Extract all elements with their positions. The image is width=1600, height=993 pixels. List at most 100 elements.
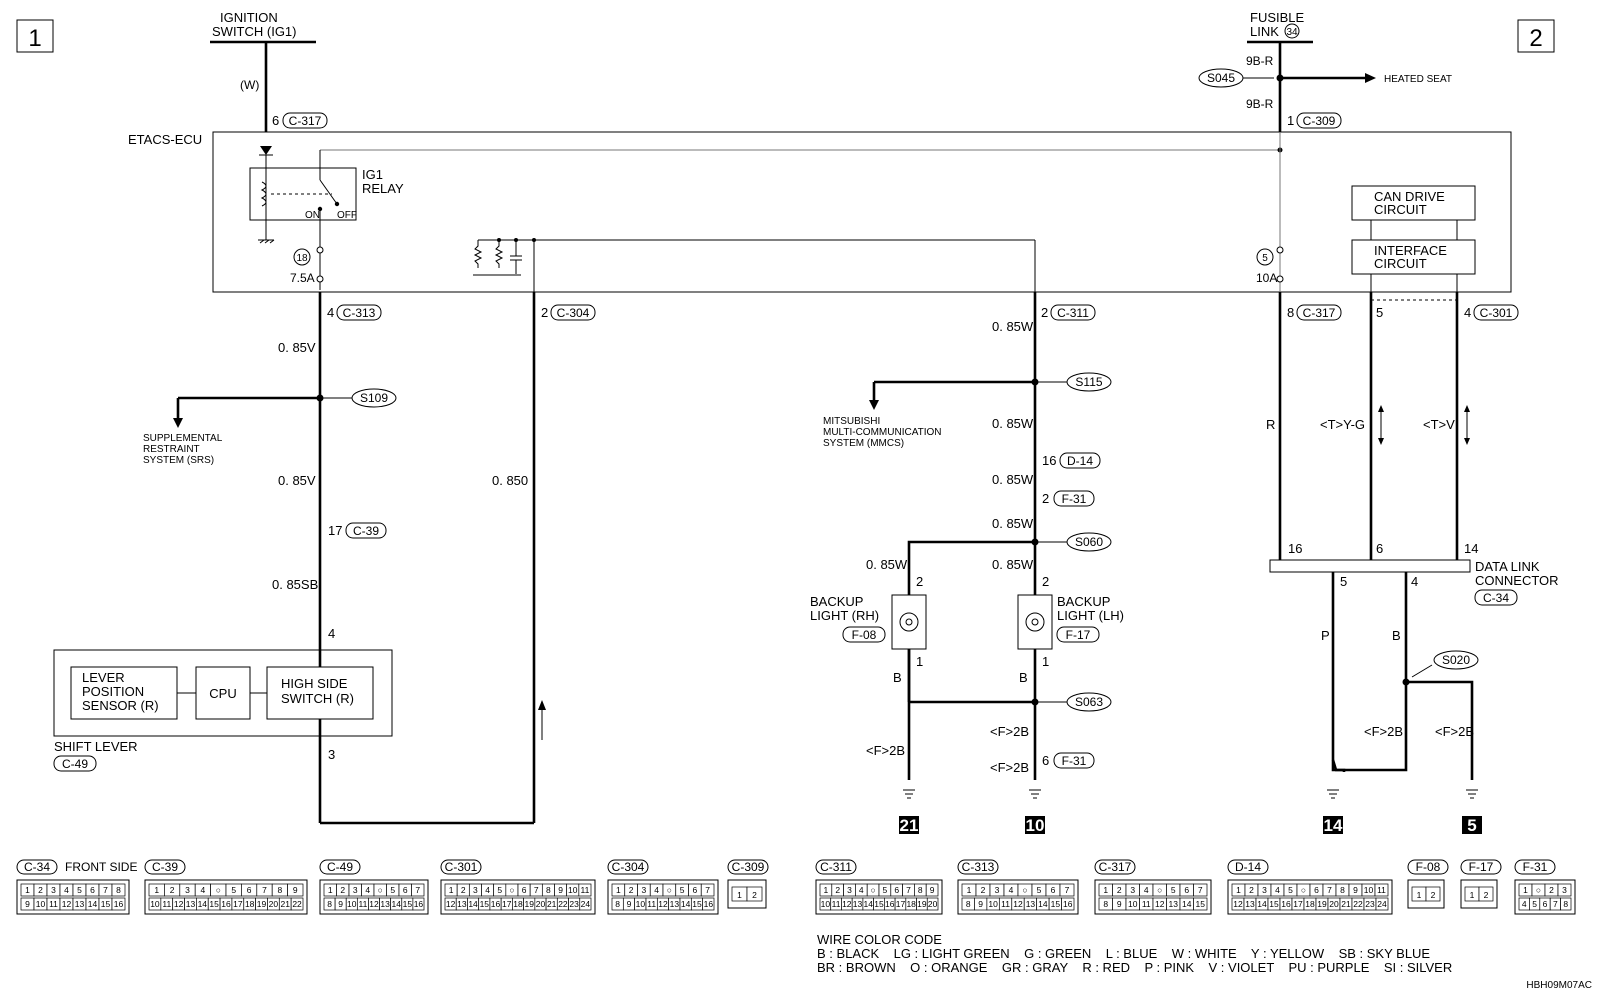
connector-pin: 1 <box>1470 890 1475 900</box>
conn-tag-c309 <box>1296 112 1342 129</box>
s020-tag <box>1433 650 1479 670</box>
conn-c34: C-34 <box>1483 591 1509 605</box>
connector-pin: 20 <box>928 899 938 909</box>
fusible-label-1: FUSIBLE <box>1250 10 1305 25</box>
connector-pin: 14 <box>864 899 874 909</box>
connector-pin: 8 <box>327 899 332 909</box>
connector-pin-cell <box>111 897 126 911</box>
connector-pin-cell <box>925 883 939 897</box>
connector-pin: 21 <box>280 899 290 909</box>
connector-pin: 2 <box>38 885 43 895</box>
connector-pin: 2 <box>981 885 986 895</box>
relay-off-contact <box>334 201 340 207</box>
fusible-num: 34 <box>1286 27 1298 38</box>
connector-pin: 9 <box>293 885 298 895</box>
connector-pin: 21 <box>1341 899 1351 909</box>
connector-pin: 10 <box>1128 899 1138 909</box>
wire-b-lh: B <box>1019 670 1028 685</box>
connector-pin: 14 <box>1257 899 1267 909</box>
connector-tag <box>440 859 482 875</box>
connector-pin-cell <box>1425 886 1441 902</box>
connector-pin: 6 <box>90 885 95 895</box>
connector-pin: 22 <box>1353 899 1363 909</box>
connector-pin: 1 <box>328 885 333 895</box>
ground-hatch-3 <box>269 239 275 244</box>
conn-c39: C-39 <box>353 524 379 538</box>
fuse5-amp: 10A <box>1256 271 1277 285</box>
ground-5-badge <box>1462 816 1482 834</box>
lh-pin-1: 1 <box>1042 654 1049 669</box>
connector-pin: 2 <box>1249 885 1254 895</box>
connector-pin: 5 <box>883 885 888 895</box>
connector-pin: 1 <box>616 885 621 895</box>
connector-pin: 15 <box>874 899 884 909</box>
wire-color-code-title: WIRE COLOR CODE <box>817 932 942 947</box>
connector-pin: 13 <box>380 899 390 909</box>
connector-pin: 7 <box>415 885 420 895</box>
ignition-label-2: SWITCH (IG1) <box>212 24 297 39</box>
connector-pin: 16 <box>1063 899 1073 909</box>
hs-label-2: SWITCH (R) <box>281 691 354 706</box>
connector-pin: 4 <box>201 885 206 895</box>
wire-b-rh: B <box>893 670 902 685</box>
connector-id: C-304 <box>612 860 645 874</box>
connector-pin: 11 <box>162 899 171 909</box>
connector-pin: ○ <box>509 885 514 895</box>
wire-085w-c: 0. 85W <box>992 472 1034 487</box>
connector-pin: 10 <box>150 899 160 909</box>
connector-pin: 14 <box>468 899 478 909</box>
s063-tag <box>1066 692 1112 712</box>
connector-pin: 22 <box>558 899 568 909</box>
connector-id: C-313 <box>962 860 995 874</box>
relay-label-2: RELAY <box>362 181 404 196</box>
can-h-arrow-down <box>1378 438 1384 445</box>
pin-2-f31: 2 <box>1042 491 1049 506</box>
connector-pin: 21 <box>547 899 557 909</box>
connector-pin: 4 <box>485 885 490 895</box>
connector-pin: ○ <box>1022 885 1027 895</box>
connector-pin: 7 <box>262 885 267 895</box>
can-h-arrow-up <box>1378 405 1384 412</box>
pin-6-label: 6 <box>272 113 279 128</box>
arrow-up-head <box>538 700 546 710</box>
conn-tag-f31b <box>1053 752 1095 769</box>
relay-label-1: IG1 <box>362 167 383 182</box>
connector-id: C-317 <box>1099 860 1132 874</box>
pin-4-label: 4 <box>327 305 334 320</box>
connector-pin: 8 <box>116 885 121 895</box>
dlc-label-2: CONNECTOR <box>1475 573 1559 588</box>
bulb-rh-filament <box>905 618 913 626</box>
sensor-label-2: POSITION <box>82 684 144 699</box>
dlc-pin-6: 6 <box>1376 541 1383 556</box>
wire-f2b-right-b: <F>2B <box>1435 724 1474 739</box>
connector-tag <box>1460 859 1502 875</box>
wire-085w-rh: 0. 85W <box>866 557 908 572</box>
conn-c311: C-311 <box>1057 306 1089 320</box>
connector-pin: 5 <box>1288 885 1293 895</box>
connector-pin: 20 <box>269 899 279 909</box>
splice-s063: S063 <box>1075 695 1103 709</box>
connector-pin: 13 <box>457 899 467 909</box>
connector-pin-cell <box>412 897 425 911</box>
wire-p-return <box>1331 682 1408 772</box>
connector-pin: 8 <box>1103 899 1108 909</box>
mmcs-arrow <box>869 400 879 410</box>
can-l-arrow-down <box>1464 438 1470 445</box>
connector-pin: 13 <box>75 899 85 909</box>
connector-pin: 1 <box>25 885 30 895</box>
connector-tag <box>16 859 58 875</box>
sensor-label-3: SENSOR (R) <box>82 698 159 713</box>
wire-backup-rh <box>907 540 1035 780</box>
connector-pin: 9 <box>978 899 983 909</box>
connector-pin: 13 <box>853 899 863 909</box>
connector-pin: 11 <box>581 885 590 895</box>
connector-pin: ○ <box>871 885 876 895</box>
cpu-box <box>195 666 251 720</box>
connector-pin: 10 <box>636 899 646 909</box>
mmcs-label-2: MULTI-COMMUNICATION <box>823 427 942 438</box>
connector-pin: 6 <box>403 885 408 895</box>
shift-lever-title: SHIFT LEVER <box>54 739 138 754</box>
connector-pin-cell <box>1061 897 1075 911</box>
connector-tag <box>1514 859 1556 875</box>
